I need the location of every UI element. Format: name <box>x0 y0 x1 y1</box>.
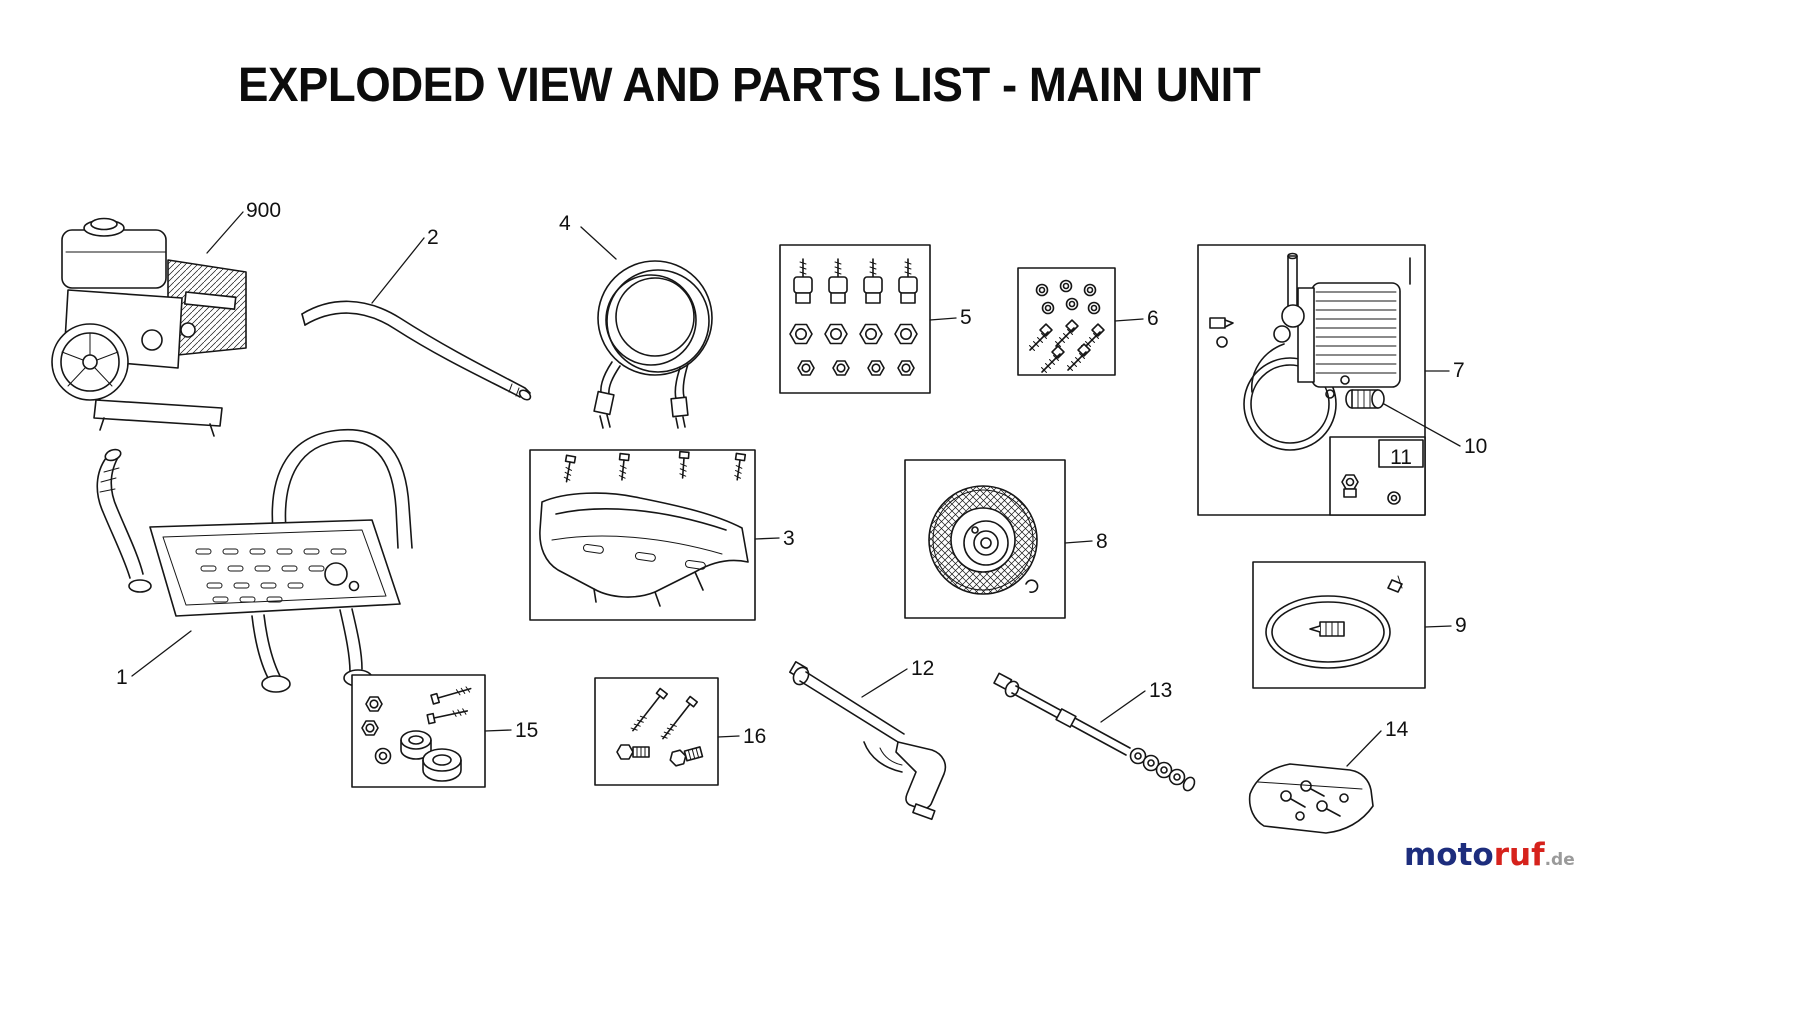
watermark-logo[interactable]: motoruf.de <box>1404 840 1575 871</box>
callout-handle: 2 <box>427 226 439 249</box>
leader-line-handle <box>371 237 425 304</box>
pump-inset-label-box <box>1378 439 1424 468</box>
bag-screws <box>1280 780 1349 821</box>
hex-nut-icon <box>789 323 813 345</box>
callout-pump-inset: 11 <box>1390 446 1412 469</box>
hex-nut-icon <box>365 696 383 712</box>
washer-icon <box>1035 283 1049 297</box>
callout-spray-gun: 12 <box>911 657 935 680</box>
leader-line-bolt-kit <box>717 735 740 738</box>
clip-part <box>1387 579 1403 593</box>
washer-icon <box>1041 301 1055 315</box>
callout-hose: 4 <box>559 212 571 235</box>
callout-fastener-bag: 14 <box>1385 718 1409 741</box>
callout-pump: 7 <box>1453 359 1465 382</box>
callout-bolt-kit: 16 <box>743 725 767 748</box>
handle-illustration <box>301 300 532 401</box>
hex-nut-icon <box>894 323 918 345</box>
hex-nut-icon <box>897 360 915 376</box>
washer-icon <box>1059 279 1073 293</box>
wheel-illustration <box>904 459 1066 619</box>
deck-slots <box>195 548 347 603</box>
leader-line-screw-kit <box>1114 318 1144 322</box>
leader-line-wheel <box>1064 540 1093 544</box>
hex-nut-icon <box>797 360 815 376</box>
leader-line-wand <box>1100 690 1146 723</box>
leader-line-oring-kit <box>1424 625 1452 628</box>
callout-mount-kit: 5 <box>960 306 972 329</box>
leader-line-mount-kit <box>929 317 957 321</box>
callout-wand: 13 <box>1149 679 1173 702</box>
washer-icon <box>1087 301 1101 315</box>
leader-line-spray-gun <box>861 668 908 698</box>
callout-screw-kit: 6 <box>1147 307 1159 330</box>
callout-frame: 1 <box>116 666 128 689</box>
hex-nut-icon <box>824 323 848 345</box>
callout-pump-outlet: 10 <box>1464 435 1488 458</box>
spray-gun-illustration <box>789 661 947 821</box>
washer-icon <box>1083 283 1097 297</box>
frame-illustration <box>96 428 413 693</box>
watermark-brand-secondary: ruf <box>1493 837 1545 873</box>
fastener-bag-illustration <box>1248 763 1374 834</box>
watermark-tld: .de <box>1544 850 1575 870</box>
bolt-kit-illustration <box>594 677 719 786</box>
leader-line-hose <box>580 226 617 260</box>
callout-engine: 900 <box>246 199 282 222</box>
base-plate-illustration <box>529 449 756 621</box>
axle-kit-illustration <box>351 674 486 788</box>
screw-kit-illustration <box>1017 267 1116 376</box>
hex-nut-icon <box>859 323 883 345</box>
engine-illustration <box>51 217 247 437</box>
callout-wheel: 8 <box>1096 530 1108 553</box>
watermark-brand-primary: moto <box>1404 837 1494 873</box>
hose-connector-icon <box>616 744 650 760</box>
callout-axle-kit: 15 <box>515 719 539 742</box>
washer-icon <box>1065 297 1079 311</box>
hex-nut-icon <box>361 720 379 736</box>
leader-line-pump-outlet <box>1383 403 1461 447</box>
callout-base-plate: 3 <box>783 527 795 550</box>
callout-oring-kit: 9 <box>1455 614 1467 637</box>
pump-illustration <box>1197 244 1426 516</box>
leader-line-fastener-bag <box>1346 730 1382 767</box>
kit-box-16 <box>594 677 719 786</box>
hose-connector-icon <box>669 746 704 767</box>
hose-illustration <box>593 260 713 429</box>
leader-line-engine <box>206 211 244 254</box>
leader-line-axle-kit <box>484 729 512 732</box>
leader-line-frame <box>131 630 192 677</box>
hex-nut-icon <box>867 360 885 376</box>
leader-lines <box>131 211 1461 767</box>
leader-line-base-plate <box>754 537 780 540</box>
washer-icon <box>374 747 392 765</box>
mount-kit-illustration <box>779 244 931 394</box>
wand-illustration <box>993 672 1196 792</box>
page-title: EXPLODED VIEW AND PARTS LIST - MAIN UNIT <box>238 59 1261 112</box>
hex-nut-icon <box>832 360 850 376</box>
oring-kit-illustration <box>1252 561 1426 689</box>
valve-stem-icon <box>1025 579 1039 593</box>
